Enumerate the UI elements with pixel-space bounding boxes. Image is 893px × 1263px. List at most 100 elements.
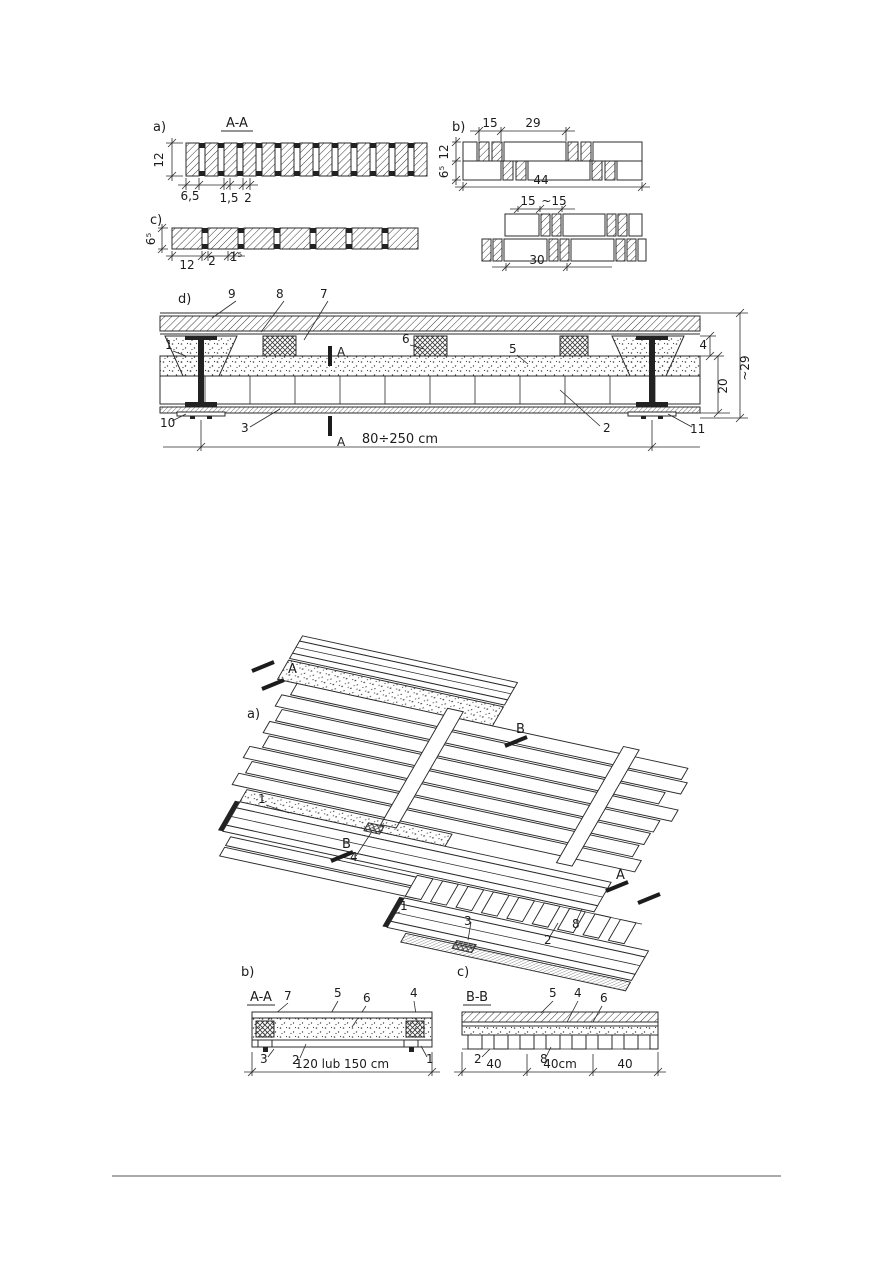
fig2c-dim-3: 40 xyxy=(617,1057,632,1071)
fig1b-dim-bottom-lines xyxy=(455,182,650,191)
fig2a-label: a) xyxy=(247,707,260,722)
fig1c-right-dim2: ~15 xyxy=(541,194,566,208)
fig2a-middle-beam xyxy=(217,800,612,913)
fig2c-rib-row xyxy=(462,1034,659,1050)
fig2b-channel-left xyxy=(257,1039,273,1048)
fig1b-dim-left-ticks xyxy=(451,137,461,185)
fig2c-title: B-B xyxy=(466,990,488,1005)
fig1c-brick-row xyxy=(171,227,419,250)
fig2c-callout-8: 8 xyxy=(540,1052,548,1066)
fig1d-insert-block-1 xyxy=(262,335,297,357)
fig1a-dim-bottom-lines xyxy=(178,178,258,190)
fig2b-hanger-right xyxy=(409,1047,414,1052)
fig2b-block-right xyxy=(405,1020,425,1038)
fig1-section-d: d) 9 8 7 xyxy=(159,287,752,452)
fig2a-leaders xyxy=(265,804,583,941)
fig1d-dim-span-ticks xyxy=(196,442,657,452)
fig1d-concrete-slab xyxy=(159,355,701,377)
fig1b-brick-course-1 xyxy=(462,141,643,162)
fig1a-dim-left-ticks xyxy=(167,138,177,181)
fig2-axonometric: a) xyxy=(217,635,689,992)
fig1b-dim-course2: 6⁵ xyxy=(437,166,451,179)
fig2a-callout-4: 4 xyxy=(350,850,358,864)
fig2c-dim-1: 40 xyxy=(486,1057,501,1071)
fig1c-right-dim-total: 30 xyxy=(529,253,544,267)
fig1a-dim-bottom-ticks xyxy=(181,180,255,190)
fig1c-dim-joint2: 1⁵ xyxy=(230,250,243,264)
fig1b-label: b) xyxy=(452,120,465,135)
fig1c-label: c) xyxy=(150,213,162,228)
fig2b-callout-1: 1 xyxy=(426,1052,434,1066)
fig2a-front-beam xyxy=(382,896,650,981)
fig1a-dim-brick: 6,5 xyxy=(180,189,199,203)
fig1d-ceiling-boards xyxy=(159,406,701,414)
fig1b-dim-top-ticks xyxy=(474,126,571,136)
fig2a-cut-label-b-top: B xyxy=(516,722,525,737)
fig1c-dim-left-lines xyxy=(158,224,168,253)
fig2c-label: c) xyxy=(457,965,469,980)
fig1d-callout-3: 3 xyxy=(241,421,249,435)
fig1a-title-aa: A-A xyxy=(226,116,248,131)
fig1d-callout-10: 10 xyxy=(160,416,175,430)
fig1b-dim-header: 15 xyxy=(482,116,497,130)
fig1c-right-dim-top-ticks xyxy=(513,204,567,214)
fig1c-right-dim-bottom-ticks xyxy=(501,262,572,272)
fig2a-cut-label-b-mid: B xyxy=(342,837,351,852)
fig1d-dim-span: 80÷250 cm xyxy=(362,432,438,447)
fig1a-dim-joint2: 2 xyxy=(244,191,252,205)
fig2-section-bb: c) B-B 5 4 6 2 8 xyxy=(454,965,666,1077)
fig2c-callout-6: 6 xyxy=(600,991,608,1005)
fig2c-dim-2: 40cm xyxy=(543,1057,577,1071)
fig1d-callout-6: 6 xyxy=(402,332,410,346)
fig1d-callout-8: 8 xyxy=(276,287,284,301)
fig2a-cut-bars-a-top xyxy=(251,660,285,691)
fig2c-top-boards xyxy=(461,1011,659,1023)
fig1d-dim-29: ~29 xyxy=(738,355,752,380)
fig1d-callout-5: 5 xyxy=(509,342,517,356)
fig2a-callout-1-left: 1 xyxy=(258,792,266,806)
fig2a-bottom-boards xyxy=(400,932,632,992)
fig2b-callout-4: 4 xyxy=(410,986,418,1000)
fig1a-dim-joint1: 1,5 xyxy=(219,191,238,205)
fig1c-dim-joint1: 2 xyxy=(208,254,216,268)
fig1c-right-dim-bottom-lines xyxy=(492,263,612,271)
fig2b-channel-right xyxy=(403,1039,419,1048)
fig1d-dim-span-lines xyxy=(163,420,700,451)
fig1b-dim-total: 44 xyxy=(533,173,548,187)
fig2a-cut-bars-a-bottom xyxy=(605,880,661,905)
fig1d-callout-7: 7 xyxy=(320,287,328,301)
fig1b-brick-course-2 xyxy=(462,160,643,181)
fig1d-dim-right-ticks xyxy=(705,308,745,423)
fig2c-callout-4: 4 xyxy=(574,986,582,1000)
fig2b-top-boards xyxy=(251,1011,433,1019)
fig2b-block-left xyxy=(255,1020,275,1038)
fig2a-iso-scene xyxy=(217,635,689,992)
fig2a-callout-1-front: 1 xyxy=(400,899,408,913)
fig2-section-aa: b) A-A 7 5 6 4 3 2 1 120 lub 150 cm xyxy=(241,965,440,1077)
fig2c-leaders-bottom xyxy=(481,1046,552,1058)
fig2b-dim-span: 120 lub 150 cm xyxy=(295,1057,389,1071)
fig2a-callout-2: 2 xyxy=(544,933,552,947)
fig2b-callout-7: 7 xyxy=(284,989,292,1003)
fig2b-title: A-A xyxy=(250,990,272,1005)
fig2a-batten-2 xyxy=(555,745,640,867)
fig1d-insert-block-3 xyxy=(559,335,589,357)
fig2b-hanger-left xyxy=(263,1047,268,1052)
fig2a-cut-label-a-bottom: A xyxy=(616,868,625,883)
fig2c-dim-ticks xyxy=(457,1067,663,1077)
fig1d-cut-label-a-top: A xyxy=(337,345,346,359)
fig1-section-b: b) 15 29 12 6⁵ xyxy=(437,116,650,192)
fig2b-bottom-strip xyxy=(251,1039,433,1048)
fig1-section-a: a) A-A 12 6,5 1,5 2 xyxy=(152,116,428,205)
fig1d-dim-4: 4 xyxy=(699,338,707,352)
fig1d-block-joints xyxy=(204,376,656,404)
fig1c-right-dim1: 15 xyxy=(520,194,535,208)
fig2c-callout-5: 5 xyxy=(549,986,557,1000)
fig1-section-c: c) 6⁵ 12 2 1⁵ 15 ~15 xyxy=(144,194,647,272)
fig1c-dim-brick: 12 xyxy=(179,258,194,272)
fig2a-callout-3: 3 xyxy=(464,914,472,928)
fig2a-plank-deck xyxy=(231,682,689,873)
fig1c-dim-left-ticks xyxy=(157,223,167,254)
fig2b-dim-ticks xyxy=(247,1067,437,1077)
